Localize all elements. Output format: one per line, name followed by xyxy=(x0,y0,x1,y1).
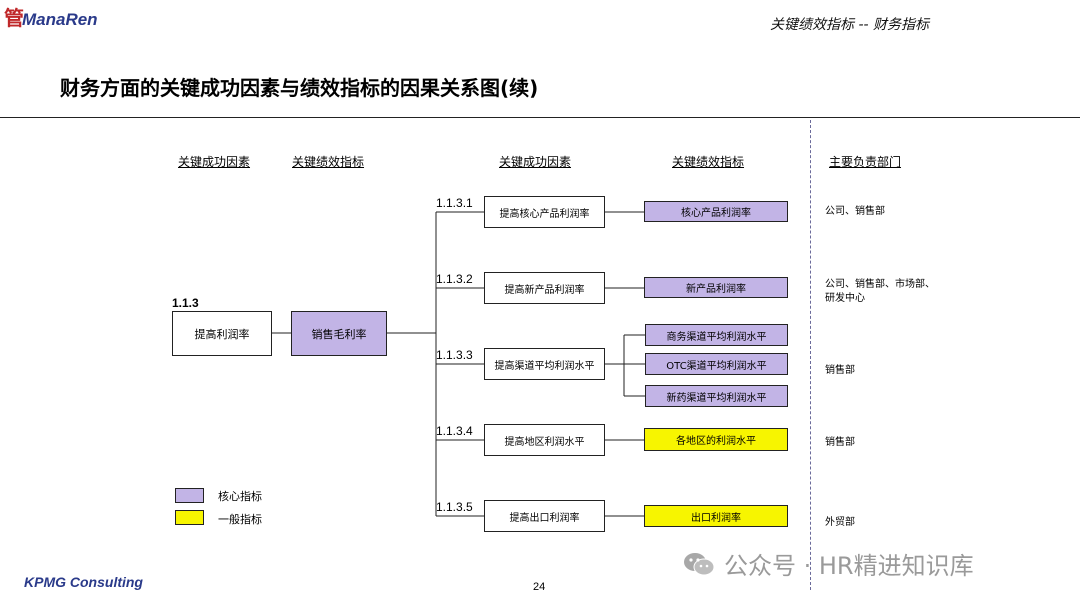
kpi-label: 新药渠道平均利润水平 xyxy=(666,392,767,404)
page-number: 24 xyxy=(533,581,546,593)
kpi-label: OTC渠道平均利润水平 xyxy=(666,360,767,372)
factor-box: 提高渠道平均利润水平 xyxy=(484,348,605,380)
kpi-label: 新产品利润率 xyxy=(686,284,746,295)
kpi-label: 各地区的利润水平 xyxy=(676,436,756,447)
factor-label: 提高出口利润率 xyxy=(509,512,580,524)
kpi-box-core: 核心产品利润率 xyxy=(644,201,788,222)
root-code: 1.1.3 xyxy=(172,296,199,310)
factor-label: 提高地区利润水平 xyxy=(504,436,585,448)
footer-brand: KPMG Consulting xyxy=(24,574,143,590)
branch-code: 1.1.3.4 xyxy=(436,424,473,438)
kpi-box-core: OTC渠道平均利润水平 xyxy=(645,353,788,375)
department-text: 外贸部 xyxy=(825,517,855,528)
kpi-box-general: 出口利润率 xyxy=(644,505,788,527)
branch-code: 1.1.3.1 xyxy=(436,196,473,210)
kpi-label: 出口利润率 xyxy=(691,512,741,524)
col-head-kpi-right: 关键绩效指标 xyxy=(672,155,745,169)
factor-label: 提高核心产品利润率 xyxy=(499,208,590,220)
branch-code: 1.1.3.2 xyxy=(436,272,473,286)
factor-box: 提高核心产品利润率 xyxy=(484,196,605,228)
col-head-department: 主要负责部门 xyxy=(829,155,902,169)
factor-label: 提高渠道平均利润水平 xyxy=(494,360,595,372)
kpi-label: 商务渠道平均利润水平 xyxy=(666,331,767,343)
title-rule xyxy=(0,117,1080,118)
department-line: 研发中心 xyxy=(825,293,865,304)
legend-label-core: 核心指标 xyxy=(218,490,262,503)
kpi-box-general: 各地区的利润水平 xyxy=(644,428,788,451)
kpi-label: 核心产品利润率 xyxy=(681,208,751,219)
root-kpi-box: 销售毛利率 xyxy=(291,311,387,356)
branch-code: 1.1.3.3 xyxy=(436,348,473,362)
watermark-text: 公众号 · HR精进知识库 xyxy=(724,552,974,580)
col-head-ksf-left: 关键成功因素 xyxy=(178,155,251,169)
department-text: 公司、销售部 xyxy=(825,206,885,217)
legend-swatch-general xyxy=(175,510,204,525)
logo-mark: 管 xyxy=(4,6,24,30)
logo-text: ManaRen xyxy=(22,10,98,29)
factor-box: 提高出口利润率 xyxy=(484,500,605,532)
wechat-icon xyxy=(684,552,715,575)
legend-label-general: 一般指标 xyxy=(218,513,262,526)
root-factor-label: 提高利润率 xyxy=(194,327,250,341)
branch-code: 1.1.3.5 xyxy=(436,500,473,514)
col-head-kpi-left: 关键绩效指标 xyxy=(292,155,365,169)
logo: 管 ManaRen xyxy=(4,2,98,36)
root-factor-box: 提高利润率 xyxy=(172,311,272,356)
department-text: 公司、销售部、市场部、 研发中心 xyxy=(825,278,935,306)
watermark: 公众号 · HR精进知识库 xyxy=(682,546,974,581)
department-line: 公司、销售部、市场部、 xyxy=(825,279,935,290)
kpi-box-core: 新产品利润率 xyxy=(644,277,788,298)
factor-box: 提高新产品利润率 xyxy=(484,272,605,304)
legend-swatch-core xyxy=(175,488,204,503)
kpi-box-core: 商务渠道平均利润水平 xyxy=(645,324,788,346)
department-divider xyxy=(810,120,811,590)
kpi-box-core: 新药渠道平均利润水平 xyxy=(645,385,788,407)
section-title: 关键绩效指标 -- 财务指标 xyxy=(770,17,930,33)
root-kpi-label: 销售毛利率 xyxy=(311,327,367,341)
factor-label: 提高新产品利润率 xyxy=(504,284,585,296)
department-text: 销售部 xyxy=(825,437,855,448)
department-text: 销售部 xyxy=(825,365,855,376)
factor-box: 提高地区利润水平 xyxy=(484,424,605,456)
col-head-ksf-right: 关键成功因素 xyxy=(499,155,572,169)
page-title: 财务方面的关键成功因素与绩效指标的因果关系图(续) xyxy=(60,76,539,100)
